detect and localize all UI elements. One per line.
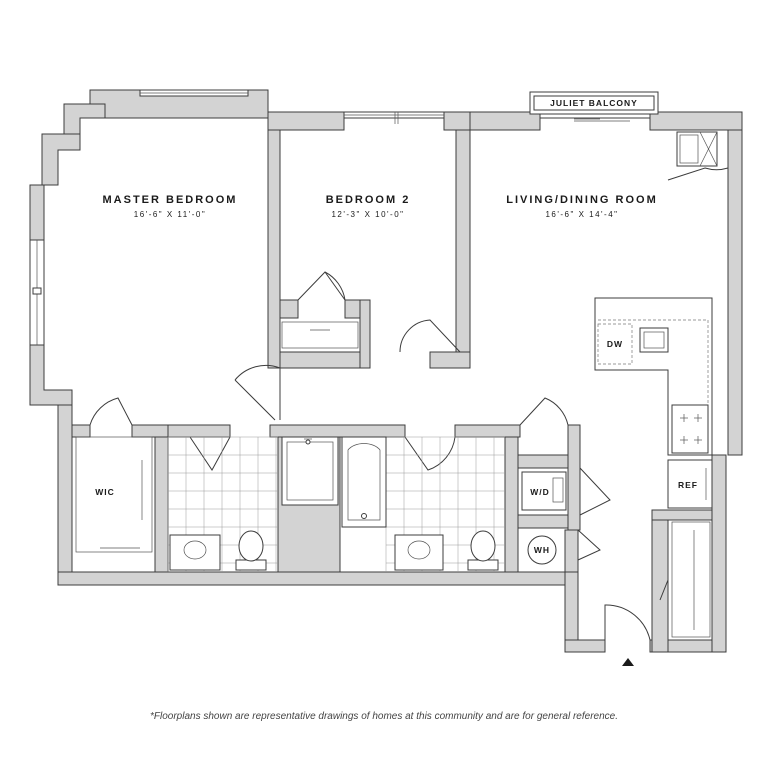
water-heater: [527, 535, 557, 565]
wall-left-upper: [29, 184, 45, 241]
door-wd: [579, 467, 611, 516]
juliet-balcony-label: JULIET BALCONY: [550, 98, 638, 108]
wall-wic-top: [71, 424, 91, 438]
coat-closet: [671, 521, 711, 638]
wall-closet-stack-3: [567, 424, 581, 531]
wall-bath-top-3: [454, 424, 521, 438]
bathtub: [341, 436, 387, 528]
wall-left-wic: [57, 404, 73, 586]
shower: [281, 436, 339, 506]
wall-partition-master-bed2: [267, 111, 281, 369]
sink-master-bath: [169, 534, 221, 571]
toilet-hall-bath: [467, 530, 499, 571]
sink-hall-bath: [394, 534, 444, 571]
cooktop: [671, 404, 709, 454]
dishwasher-box: [597, 323, 633, 365]
refrigerator: [667, 459, 713, 509]
master-bedroom-dims: 16'-6" X 11'-0": [134, 210, 206, 219]
bedroom-2-label: BEDROOM 2: [326, 194, 411, 206]
wall-partition-bed2-living: [455, 117, 471, 369]
bedroom2-closet-shelf: [281, 321, 359, 349]
wall-bed2-top-right: [443, 111, 471, 131]
wall-bottom-right-step: [564, 559, 579, 653]
door-bedroom2-closet-left: [297, 271, 346, 301]
walls: [29, 89, 743, 653]
wall-bed2-closet: [279, 299, 299, 319]
door-wic: [89, 397, 133, 426]
wall-bed2-closet-3: [359, 299, 371, 369]
ref-label: REF: [678, 480, 698, 490]
wall-bottom: [57, 571, 566, 586]
living-dining-dims: 16'-6" X 14'-4": [545, 210, 618, 219]
wic-shelf: [75, 436, 153, 553]
door-bedroom2-entry: [399, 319, 461, 353]
wall-wh-right: [564, 529, 579, 573]
master-bedroom-label: MASTER BEDROOM: [103, 194, 238, 206]
wall-right-lower: [711, 454, 727, 653]
door-master-entry: [234, 364, 281, 421]
disclaimer-text: *Floorplans shown are representative dra…: [149, 711, 619, 722]
wall-left-step-1: [63, 103, 106, 135]
wall-kitchen-right-col: [651, 509, 669, 653]
door-closet-top: [519, 397, 569, 426]
wall-bath-top-2: [269, 424, 406, 438]
door-pantry: [667, 167, 729, 181]
living-dining-label: LIVING/DINING ROOM: [506, 194, 658, 206]
wall-hall-top: [279, 351, 371, 369]
wh-label: WH: [534, 545, 550, 555]
door-entry: [604, 604, 651, 641]
wall-bed2-top: [267, 111, 345, 131]
juliet-balcony: JULIET BALCONY: [529, 91, 659, 115]
doors: [89, 167, 729, 641]
wall-left-step-2: [41, 133, 81, 186]
wall-living-top: [459, 111, 541, 131]
wall-wic-right: [154, 424, 169, 573]
wall-kitchen-ref-bottom: [651, 509, 713, 521]
dw-label: DW: [607, 339, 623, 349]
door-bedroom2-closet-right: [324, 271, 346, 301]
entry-arrow: [622, 658, 634, 666]
wall-bath-right: [504, 436, 519, 573]
burners: [680, 414, 702, 444]
pantry-unit: [676, 131, 718, 167]
bedroom-2-dims: 12'-3" X 10'-0": [331, 210, 404, 219]
fixtures: [75, 131, 718, 666]
door-wh: [577, 529, 601, 561]
room-labels: MASTER BEDROOM 16'-6" X 11'-0" BEDROOM 2…: [95, 194, 698, 555]
wic-label: WIC: [95, 487, 115, 497]
door-coat-closet: [659, 528, 669, 630]
windows: [29, 89, 651, 346]
toilet-master-bath: [235, 530, 267, 571]
wd-label: W/D: [530, 487, 550, 497]
door-master-bath: [189, 436, 231, 471]
wall-hall-top-2: [429, 351, 471, 369]
wall-wic-top-2: [131, 424, 169, 438]
wall-right-upper: [727, 111, 743, 456]
door-hall-bath: [404, 436, 456, 471]
wall-entry-bottom: [564, 639, 606, 653]
wall-living-top-right: [649, 111, 743, 131]
